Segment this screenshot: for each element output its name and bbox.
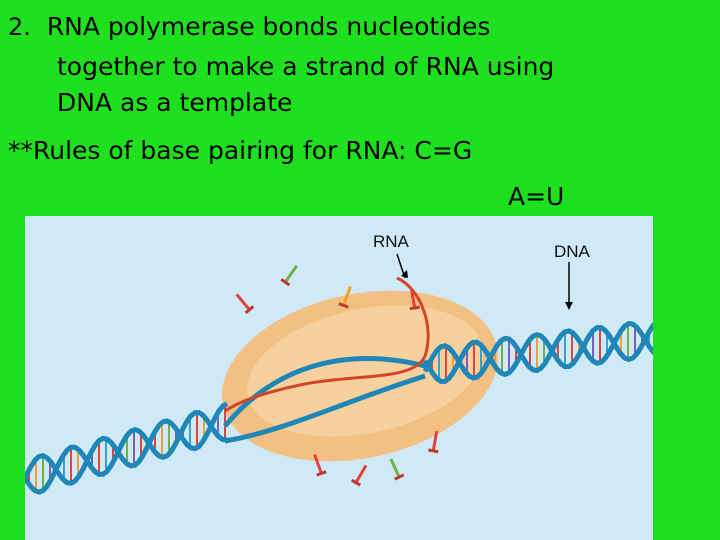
rna-pointer-arrow [396, 253, 408, 279]
transcription-illustration: RNA DNA [25, 216, 653, 540]
free-nucleotides [235, 264, 439, 487]
base-pairing-rule-au: A=U [508, 182, 565, 211]
rna-label: RNA [373, 232, 409, 251]
rna-strand [224, 276, 430, 413]
dna-backbone [422, 321, 653, 385]
free-nucleotide [338, 286, 352, 309]
dna-backbone [422, 320, 653, 381]
title-line-1: 2. RNA polymerase bonds nucleotides [8, 12, 490, 42]
free-nucleotide [428, 430, 439, 454]
dna-label: DNA [554, 242, 590, 261]
dna-template-strand [223, 356, 426, 428]
title-line-3: DNA as a template [57, 88, 293, 117]
dna-backbone [25, 410, 227, 495]
free-nucleotide [313, 454, 327, 477]
free-nucleotide [280, 264, 298, 287]
free-nucleotide [409, 287, 420, 311]
free-nucleotide [350, 464, 368, 487]
transcription-diagram [25, 253, 653, 495]
title-text-1: RNA polymerase bonds nucleotides [46, 12, 491, 41]
title-line-2: together to make a strand of RNA using [57, 52, 555, 81]
free-nucleotide [389, 458, 405, 481]
dna-double-helix [25, 320, 653, 495]
dna-backbone [25, 401, 229, 486]
free-nucleotide [235, 293, 255, 315]
dna-pointer-arrow [565, 262, 573, 310]
dna-coding-strand [224, 373, 426, 444]
base-pairing-rule-line: **Rules of base pairing for RNA: C=G [8, 136, 473, 165]
item-number: 2. [8, 13, 31, 41]
